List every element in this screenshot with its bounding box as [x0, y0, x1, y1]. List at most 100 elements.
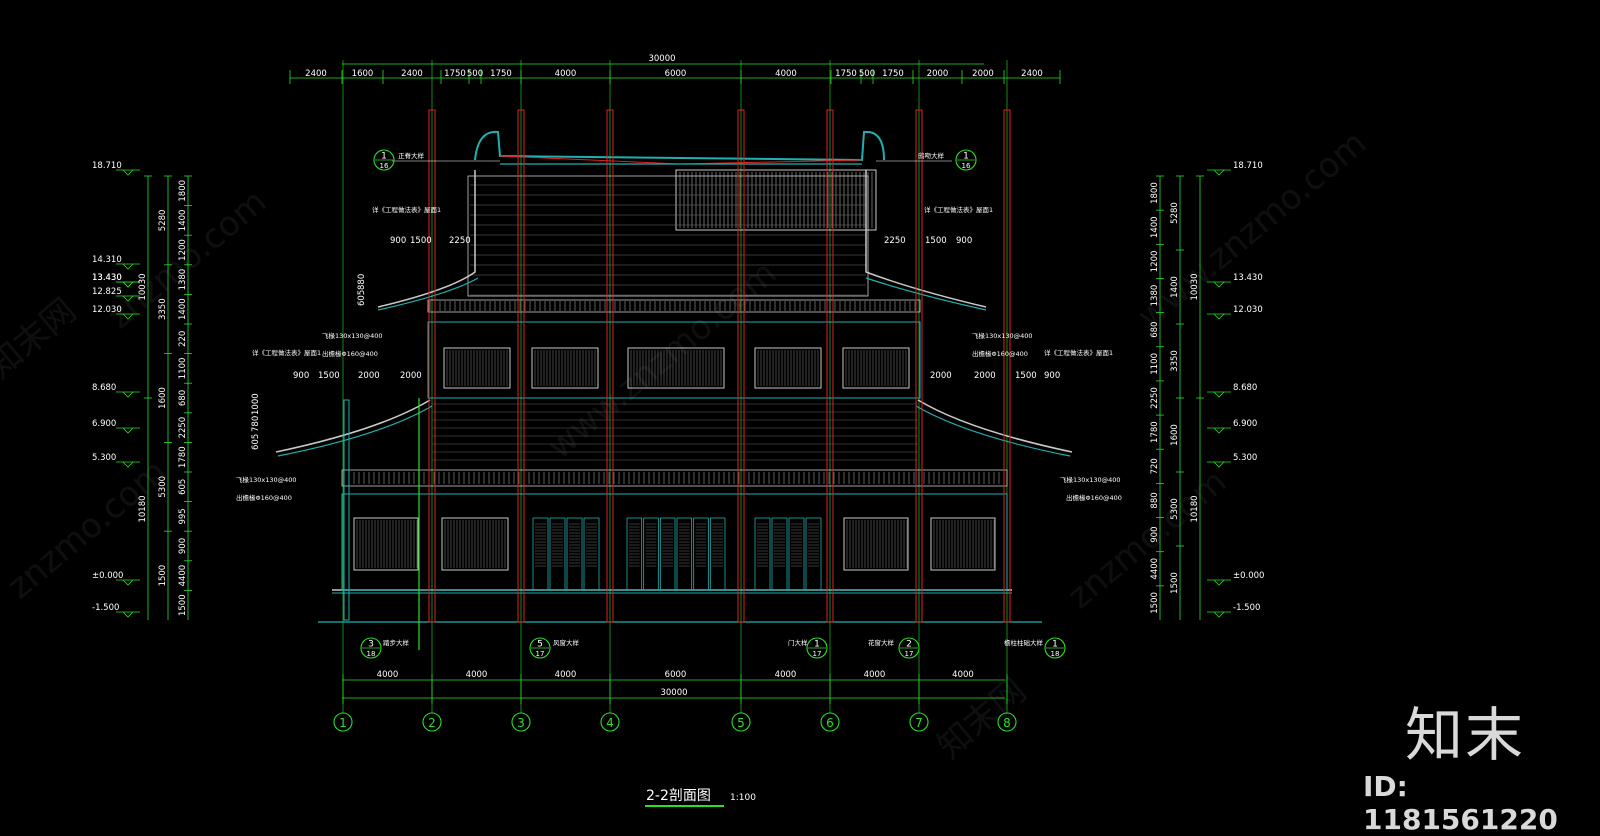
vdim-label: 1600: [1170, 424, 1180, 446]
eave-dim-ul-1: 900: [390, 236, 406, 246]
level-mark: [122, 263, 134, 270]
vdim-label: 1600: [158, 387, 168, 409]
level-mark: [1213, 461, 1225, 468]
level-label: 5.300: [92, 453, 116, 463]
top-dim-label: 2000: [927, 69, 949, 79]
lower-window: [843, 517, 909, 571]
top-total-dim: 30000: [648, 54, 675, 64]
column: [343, 399, 350, 621]
top-dim-label: 1750: [444, 69, 466, 79]
vdim-label: 1800: [178, 180, 188, 202]
eave-dim-ul-2: 1500: [410, 236, 432, 246]
watermark-7: 知末网: [930, 671, 1034, 767]
door-leaf: [754, 517, 771, 591]
vdim-label: 1380: [178, 269, 188, 291]
vdim-label: 5300: [1170, 498, 1180, 520]
detail-bubble-num: 5: [537, 640, 543, 650]
eave-dim-ll-2: 1500: [318, 371, 340, 381]
top-dim-label: 1750: [490, 69, 512, 79]
eave-dim-lr-3: 1500: [1015, 371, 1037, 381]
eave-dim-ll-1: 900: [293, 371, 309, 381]
bottom-dim-label: 4000: [775, 670, 797, 680]
level-label: 14.310: [92, 255, 122, 265]
door-leaf: [788, 517, 805, 591]
door-leaf: [693, 517, 709, 591]
vdim-label: 1780: [178, 446, 188, 468]
bottom-dim-label: 4000: [952, 670, 974, 680]
level-label: -1.500: [1233, 603, 1260, 613]
column: [826, 109, 834, 623]
detail-bubble: [529, 637, 551, 659]
axis-label: 6: [826, 716, 834, 730]
detail-bubble: [373, 149, 395, 171]
top-dim-label: 2400: [1021, 69, 1043, 79]
detail-bubble-sheet: 16: [380, 162, 389, 170]
level-label: 5.300: [1233, 453, 1257, 463]
level-label: 18.710: [1233, 161, 1263, 171]
note-detail-b: 风窗大样: [553, 638, 580, 647]
note-detail-a: 踏步大样: [383, 638, 410, 647]
note-purlin-4: 出檐椽Φ160@400: [1066, 493, 1122, 502]
detail-bubble: [898, 637, 920, 659]
level-label: 12.030: [92, 305, 122, 315]
eave-dim-ll-4: 2000: [400, 371, 422, 381]
title-text: 2-2剖面图: [646, 788, 711, 804]
vdim-label: 1500: [1150, 592, 1160, 614]
detail-bubble-sheet: 17: [813, 650, 822, 658]
window-panel: [627, 347, 725, 389]
detail-bubble: [360, 637, 382, 659]
level-label: 12.030: [1233, 305, 1263, 315]
level-mark: [1213, 313, 1225, 320]
top-dim-label: 1750: [835, 69, 857, 79]
note-purlin-1: 出檐椽Φ160@400: [322, 349, 378, 358]
level-mark: [1213, 391, 1225, 398]
axis-label: 4: [606, 716, 614, 730]
level-mark: [1213, 427, 1225, 434]
bottom-dim-label: 4000: [555, 670, 577, 680]
door-leaf: [676, 517, 693, 591]
eave-dim-ll-3: 2000: [358, 371, 380, 381]
level-label: 13.430: [92, 273, 122, 283]
vdim-label: 1400: [1150, 216, 1160, 238]
level-label: ±0.000: [1233, 571, 1264, 581]
level-mark: [1213, 579, 1225, 586]
vdim-label: 1100: [1150, 353, 1160, 375]
detail-bubble-sheet: 17: [905, 650, 914, 658]
door-leaf: [771, 517, 788, 591]
detail-bubble-num: 1: [381, 152, 387, 162]
window-panel: [443, 347, 511, 389]
eave-vdim-1: 605: [357, 290, 367, 306]
door-leaf: [709, 517, 726, 591]
watermark-5: znzmo.com: [1060, 462, 1234, 617]
door-leaf: [532, 517, 549, 591]
level-mark: [122, 461, 134, 468]
level-mark: [1213, 611, 1225, 618]
top-dim-label: 500: [467, 69, 483, 79]
level-label: 13.430: [1233, 273, 1263, 283]
vdim-label: 3350: [1170, 350, 1180, 372]
window-panel: [754, 347, 822, 389]
note-ref-right-2: 详《工程做法表》屋面1: [1044, 348, 1113, 357]
vdim-label: 1500: [1170, 572, 1180, 594]
door-leaf: [659, 517, 676, 591]
vdim-label: 900: [1150, 526, 1160, 542]
detail-bubble-sheet: 18: [367, 650, 376, 658]
vdim-label: 10030: [1190, 273, 1200, 300]
bottom-dim-label: 4000: [466, 670, 488, 680]
level-mark: [122, 391, 134, 398]
level-label: 18.710: [92, 161, 122, 171]
vdim-label: 1500: [178, 594, 188, 616]
door-leaf: [566, 517, 583, 591]
vdim-label: 1400: [178, 298, 188, 320]
axis-label: 5: [737, 716, 745, 730]
vdim-label: 900: [178, 538, 188, 554]
eave-dim-ur-3: 900: [956, 236, 972, 246]
vdim-label: 1200: [178, 239, 188, 261]
left-levels: 18.71014.31013.43012.82513.43012.0308.68…: [92, 161, 192, 620]
note-rafter-2: 飞椽130x130@400: [972, 331, 1033, 340]
window-panel: [531, 347, 599, 389]
detail-bubble: [806, 637, 828, 659]
eave-vdim-3: 605: [251, 434, 261, 450]
top-dim-label: 4000: [775, 69, 797, 79]
